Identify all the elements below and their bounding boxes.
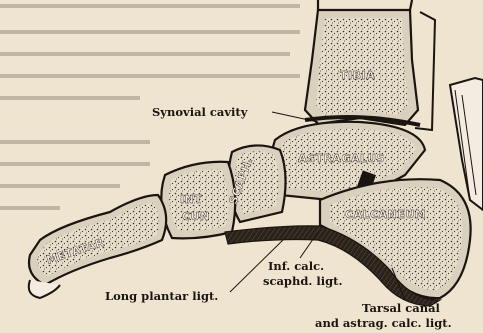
tibia-bone [305, 0, 435, 130]
label-calcaneum: CALCANEUM [345, 208, 426, 221]
callout-tarsal-canal-1: Tarsal canal [362, 301, 441, 315]
callout-synovial-cavity: Synovial cavity [152, 105, 248, 119]
label-astragalus: ASTRAGALUS [298, 152, 385, 165]
label-int: INT [180, 193, 202, 206]
callout-inf-calc-1: Inf. calc. [268, 259, 324, 273]
callout-long-plantar: Long plantar ligt. [105, 289, 218, 303]
callout-inf-calc-2: scaphd. ligt. [263, 274, 342, 288]
callout-tarsal-canal-2: and astrag. calc. ligt. [315, 316, 452, 330]
label-cun: CUN [182, 210, 210, 223]
label-tibia: TIBIA [340, 69, 375, 82]
